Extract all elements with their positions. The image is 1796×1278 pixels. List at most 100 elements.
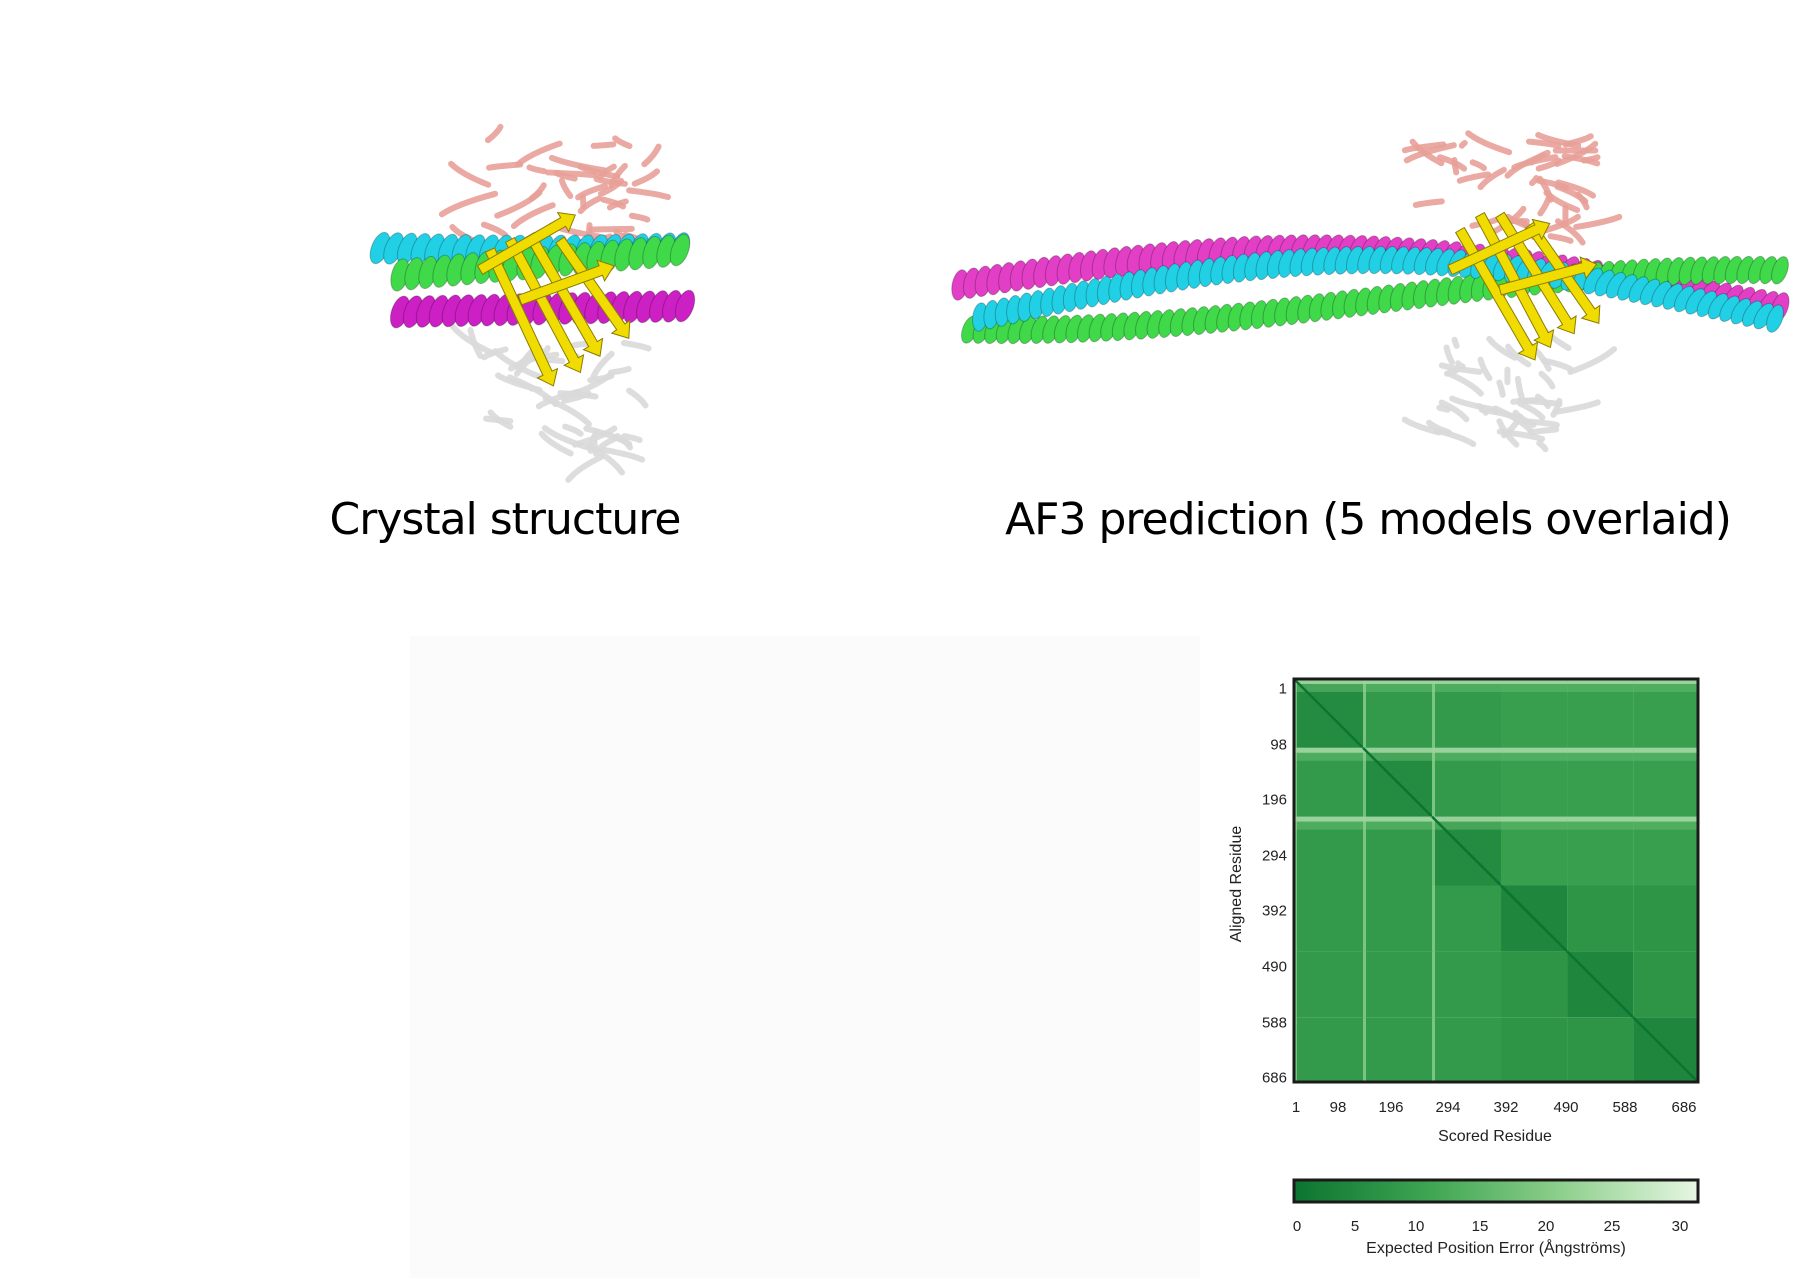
heatmap-edge-band (1363, 747, 1367, 817)
ribbon-segment (1477, 166, 1507, 191)
ribbon-segment (557, 390, 599, 400)
heatmap-edge-band (1432, 951, 1436, 1018)
af3-yellow-domain (1447, 218, 1551, 276)
heatmap-edge-band (1633, 747, 1698, 753)
heatmap-edge-band (1432, 752, 1502, 761)
colorbar-tick-label: 30 (1671, 1218, 1689, 1235)
x-tick-label: 392 (1493, 1099, 1519, 1116)
heatmap-cell (1432, 885, 1502, 952)
ribbon-segment (541, 425, 592, 451)
ribbon-segment (1469, 159, 1487, 172)
heatmap-edge-band (1432, 747, 1436, 817)
heatmap-diagonal (1632, 1016, 1699, 1083)
heatmap-diagonal (1431, 815, 1502, 887)
heatmap-edge-band (1363, 752, 1433, 761)
heatmap-edge-band (1294, 752, 1364, 761)
ribbon-segment (544, 169, 598, 179)
ribbon-segment (1436, 404, 1451, 413)
heatmap-edge-band (1294, 684, 1364, 692)
heatmap-edge-band (1294, 747, 1364, 753)
yellow-domain (484, 247, 559, 387)
ribbon-segment (1525, 138, 1562, 149)
x-tick-label: 98 (1329, 1099, 1347, 1116)
ribbon-segment (538, 430, 574, 457)
ribbon-segment (1514, 375, 1527, 406)
ribbon-segment (449, 323, 496, 356)
ribbon-segment (1554, 183, 1589, 205)
beta-strand (1447, 218, 1551, 276)
ribbon-segment (1492, 205, 1527, 234)
heatmap-edge-band (1363, 885, 1367, 952)
colorbar-title: Expected Position Error (Ångströms) (1366, 1240, 1626, 1257)
af3-salmon-domain (1401, 130, 1623, 246)
x-tick-label: 196 (1378, 1099, 1404, 1116)
colorbar-tick-label: 5 (1350, 1218, 1360, 1235)
y-tick-label: 686 (1261, 1069, 1287, 1087)
x-tick-label: 1 (1291, 1099, 1301, 1116)
heatmap-cell (1567, 885, 1634, 952)
heatmap-diagonal (1500, 884, 1568, 953)
ribbon-segment (593, 176, 628, 187)
ribbon-segment (641, 143, 662, 168)
ribbon-segment (614, 433, 634, 451)
ribbon-segment (1567, 346, 1618, 375)
heatmap-diagonal (1293, 678, 1364, 749)
ribbon-segment (438, 190, 499, 218)
ribbon-segment (586, 443, 625, 476)
heatmap-edge-band (1633, 679, 1698, 684)
ribbon-segment (526, 164, 547, 175)
beta-strand (484, 247, 559, 387)
ribbon-segment (1438, 399, 1470, 423)
heatmap-edge-band (1567, 747, 1634, 753)
heatmap-edge-band (1501, 684, 1568, 692)
heatmap-edge-band (1363, 679, 1433, 684)
ribbon-segment (1492, 405, 1534, 434)
af3-yellow-domain (1498, 256, 1598, 296)
ribbon-segment (544, 356, 566, 365)
heatmap-diagonal (1566, 950, 1635, 1019)
heatmap-edge-band (1294, 821, 1364, 830)
heatmap-edge-band (1363, 684, 1433, 692)
heatmap-edge-band (1567, 684, 1634, 692)
heatmap-edge-band (1294, 816, 1364, 822)
heatmap-cell (1363, 885, 1433, 952)
yellow-domain (555, 236, 631, 339)
ribbon-segment (1561, 153, 1601, 167)
ribbon-segment (1455, 360, 1466, 370)
af3-prediction-caption: AF3 prediction (5 models overlaid) (1005, 494, 1732, 545)
heatmap-cell (1363, 951, 1433, 1018)
ribbon-segment (628, 212, 651, 223)
heatmap-edge-band (1633, 752, 1698, 761)
ribbon-segment (575, 183, 609, 201)
heatmap-cell (1633, 885, 1698, 952)
heatmap-diagonal (1362, 746, 1433, 818)
heatmap-edge-band (1363, 951, 1367, 1018)
ribbon-segment (590, 350, 615, 380)
ribbon-segment (590, 141, 617, 149)
y-tick-label: 294 (1261, 847, 1287, 865)
colorbar-tick-label: 20 (1537, 1218, 1555, 1235)
plddt-structure-panel (410, 636, 1200, 1278)
y-tick-label: 588 (1261, 1014, 1287, 1032)
ribbon-segment (631, 168, 661, 187)
colorbar-tick-label: 25 (1603, 1218, 1621, 1235)
beta-strand (504, 236, 585, 374)
ribbon-segment (558, 177, 574, 199)
x-tick-label: 686 (1671, 1099, 1697, 1116)
ribbon-segment (510, 202, 556, 230)
ribbon-segment (1436, 154, 1468, 172)
heatmap-cell (1567, 1017, 1634, 1082)
ribbon-segment (606, 198, 629, 211)
heatmap-edge-band (1363, 679, 1367, 748)
ribbon-segment (1537, 175, 1554, 203)
heatmap-edge-band (1567, 821, 1634, 830)
heatmap-edge-band (1363, 816, 1433, 822)
ribbon-segment (577, 195, 602, 215)
ribbon-segment (562, 423, 584, 437)
ribbon-segment (626, 387, 649, 409)
ribbon-segment (1456, 171, 1492, 184)
heatmap-edge-band (1501, 747, 1568, 753)
x-tick-label: 294 (1435, 1099, 1461, 1116)
